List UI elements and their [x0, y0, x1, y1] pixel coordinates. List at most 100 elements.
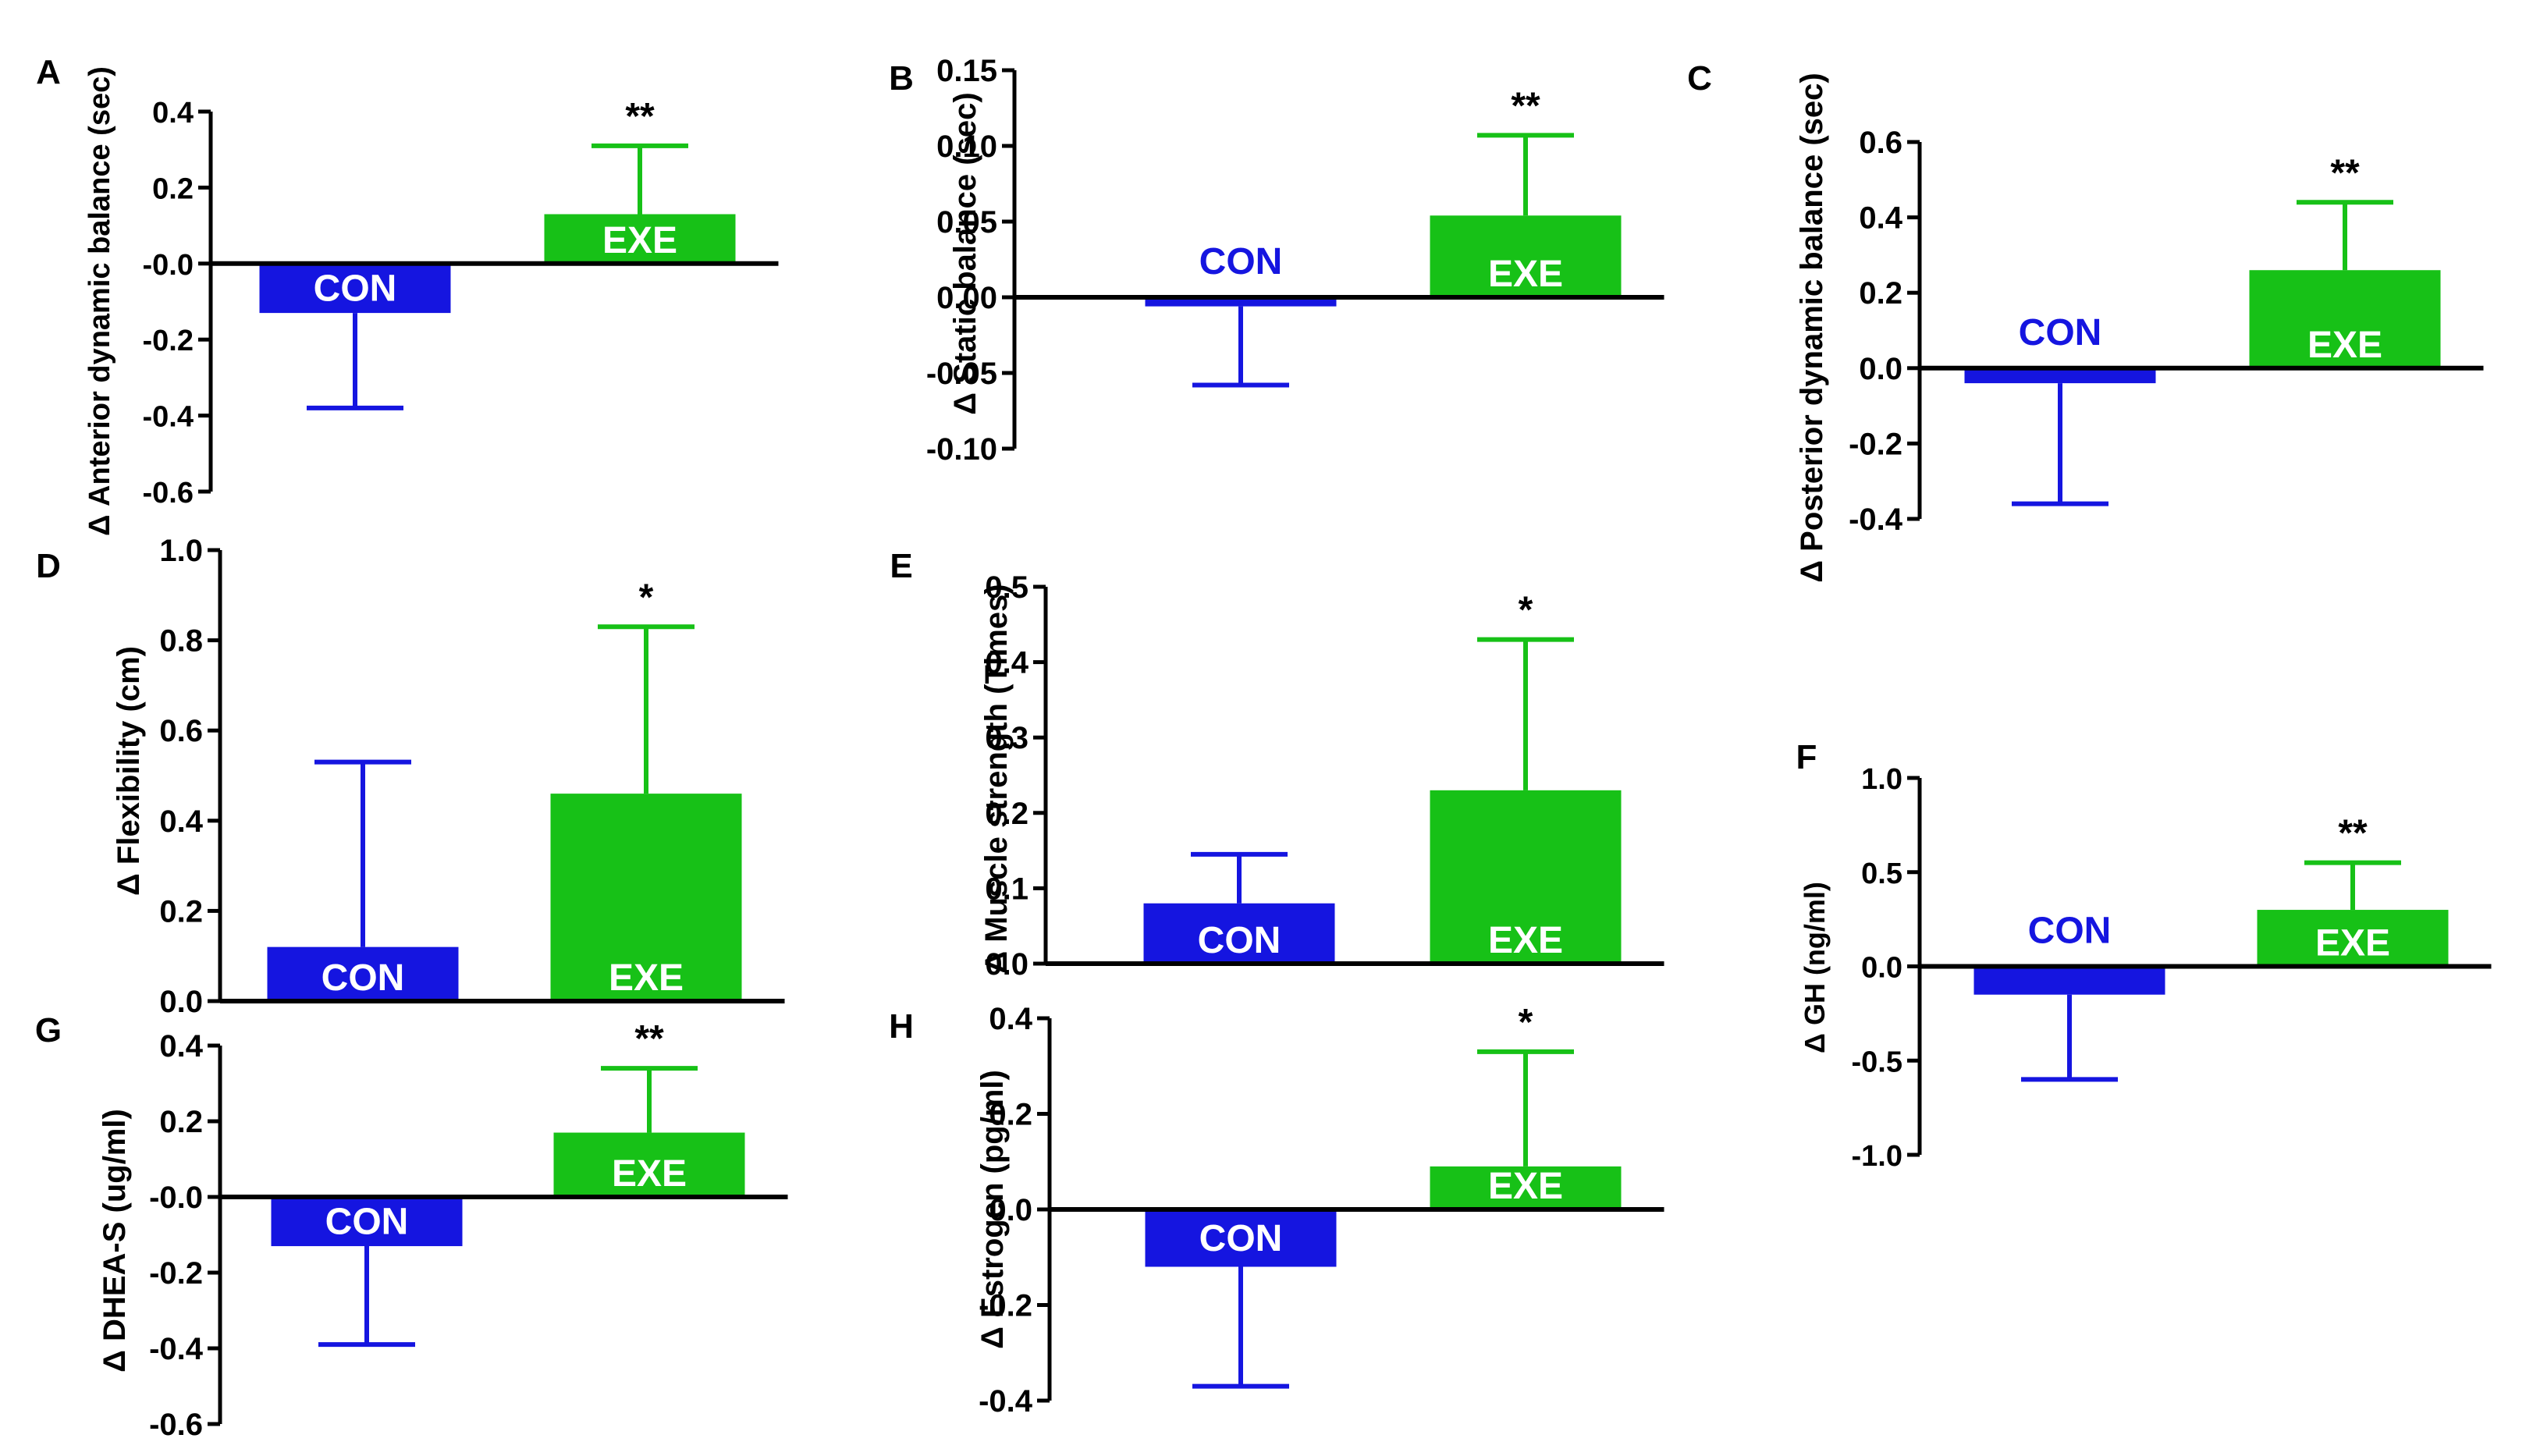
y-tick-label: 1.0 [1861, 763, 1902, 796]
y-tick-label: -0.0 [143, 249, 194, 282]
y-axis-label: Δ DHEA-S (ug/ml) [98, 1109, 132, 1373]
y-tick-label: 0.15 [936, 54, 997, 88]
y-tick-label: 0.5 [985, 570, 1028, 605]
bar-label-con: CON [314, 268, 397, 309]
y-axis-label: Δ Flexibility (cm) [112, 646, 146, 896]
y-tick-label: -0.6 [149, 1408, 203, 1442]
y-tick-label: 0.0 [1861, 952, 1902, 985]
bar-label-exe: EXE [2307, 325, 2382, 366]
y-axis-label: Δ Estrogen (pg/ml) [975, 1070, 1010, 1349]
y-tick-label: 0.0 [989, 1193, 1032, 1227]
panel-h: HΔ Estrogen (pg/ml)0.40.20.0-0.2-0.4CONE… [889, 1002, 1664, 1419]
panel-label: B [889, 59, 914, 98]
y-tick-label: 0.2 [1859, 276, 1902, 311]
y-tick-label: 0.4 [985, 646, 1028, 680]
significance-marker: * [639, 577, 654, 618]
bar-con [1145, 1209, 1337, 1267]
y-tick-label: -1.0 [1852, 1140, 1902, 1173]
panel-label: E [890, 547, 912, 585]
bar-exe [1430, 790, 1622, 964]
y-axis-label: Δ Posterior dynamic balance (sec) [1795, 73, 1829, 582]
y-axis-label: Δ Muscle strength (Times) [979, 584, 1014, 973]
panel-d: DΔ Flexibility (cm)1.00.80.60.40.20.0CON… [36, 534, 785, 1019]
bar-label-exe: EXE [2315, 923, 2390, 964]
y-tick-label: -0.5 [1852, 1046, 1902, 1078]
bar-label-con: CON [325, 1202, 409, 1243]
bar-exe [2249, 270, 2441, 368]
bar-label-con: CON [2019, 312, 2102, 353]
y-tick-label: -0.05 [926, 357, 997, 391]
bar-con [1145, 297, 1337, 307]
y-tick-label: 0.5 [1861, 858, 1902, 890]
y-tick-label: 0.6 [159, 714, 203, 748]
bar-exe [1430, 1166, 1622, 1209]
y-tick-label: -0.0 [149, 1181, 203, 1215]
y-axis-label: Δ GH (ng/ml) [1799, 882, 1831, 1053]
panel-a: A Δ Anterior dynamic balance (sec) 0.4 0.2 -… [36, 53, 779, 536]
significance-marker: * [1519, 590, 1533, 631]
panel-label: F [1796, 738, 1817, 776]
bar-label-con: CON [1198, 920, 1281, 961]
bar-label-exe: EXE [1488, 1166, 1563, 1207]
bar-label-con: CON [322, 957, 405, 999]
bar-exe [553, 1132, 745, 1197]
y-tick-label: 0.4 [159, 1029, 203, 1064]
bar-label-exe: EXE [1488, 254, 1563, 295]
y-tick-label: 0.4 [159, 804, 203, 839]
bar-label-exe: EXE [602, 220, 677, 261]
y-tick-label: 0.8 [159, 624, 203, 659]
y-tick-label: 0.4 [152, 97, 194, 130]
y-tick-label: -0.4 [143, 401, 194, 434]
bar-con [267, 946, 459, 1001]
y-tick-label: 0.2 [985, 797, 1028, 831]
panel-g: GΔ DHEA-S (ug/ml)0.40.2-0.0-0.2-0.4-0.6C… [35, 1011, 788, 1442]
panel-label: G [35, 1011, 62, 1049]
y-tick-label: 0.05 [936, 205, 997, 240]
y-tick-label: -0.4 [979, 1384, 1033, 1419]
y-tick-label: 0.2 [989, 1098, 1032, 1132]
bar-exe [2257, 910, 2449, 967]
bar-label-con: CON [1199, 1218, 1283, 1259]
bar-con [259, 263, 451, 314]
panel-label: D [36, 547, 61, 585]
bar-label-exe: EXE [1488, 920, 1563, 961]
y-tick-label: 0.2 [159, 894, 203, 929]
y-tick-label: 0.4 [1859, 201, 1902, 236]
bar-con [1973, 966, 2165, 995]
bar-con [1143, 903, 1335, 964]
y-tick-label: 0.2 [152, 172, 194, 205]
y-tick-label: 0.3 [985, 721, 1028, 755]
y-tick-label: 0.2 [159, 1105, 203, 1139]
bar-con [271, 1197, 463, 1247]
bar-con [1964, 368, 2156, 384]
y-axis-label: Δ Static balance (sec) [948, 92, 982, 414]
panel-b: B Δ Static balance (sec) 0.15 0.10 0.05 0.00 -… [889, 54, 1664, 467]
y-tick-label: 0.00 [936, 281, 997, 315]
y-tick-label: 0.6 [1859, 126, 1902, 160]
bar-exe [544, 214, 736, 264]
panel-label: A [36, 53, 61, 91]
y-tick-label: 0.4 [989, 1002, 1032, 1036]
bar-exe [550, 794, 742, 1001]
bar-exe [1430, 215, 1622, 297]
bar-label-exe: EXE [612, 1153, 687, 1195]
panel-e: E Δ Muscle strength (Times)0.5 0.4 0.3 0.2 0.… [890, 547, 1664, 982]
bar-label-con: CON [2028, 911, 2112, 952]
y-axis-label: Δ Anterior dynamic balance (sec) [83, 66, 116, 536]
significance-marker: * [1519, 1002, 1533, 1043]
y-tick-label: -0.2 [979, 1289, 1032, 1323]
y-tick-label: 0.0 [985, 947, 1028, 982]
y-tick-label: 0.10 [936, 130, 997, 164]
panel-label: C [1687, 59, 1712, 98]
y-tick-label: -0.2 [143, 325, 194, 357]
y-tick-label: -0.4 [149, 1332, 204, 1366]
significance-marker: ** [2330, 152, 2360, 194]
y-tick-label: -0.6 [143, 477, 194, 510]
y-tick-label: -0.2 [1849, 427, 1902, 461]
y-tick-label: 0.0 [159, 985, 203, 1019]
y-tick-label: -0.10 [926, 432, 997, 467]
y-tick-label: -0.4 [1849, 502, 1903, 537]
significance-marker: ** [1511, 85, 1540, 126]
